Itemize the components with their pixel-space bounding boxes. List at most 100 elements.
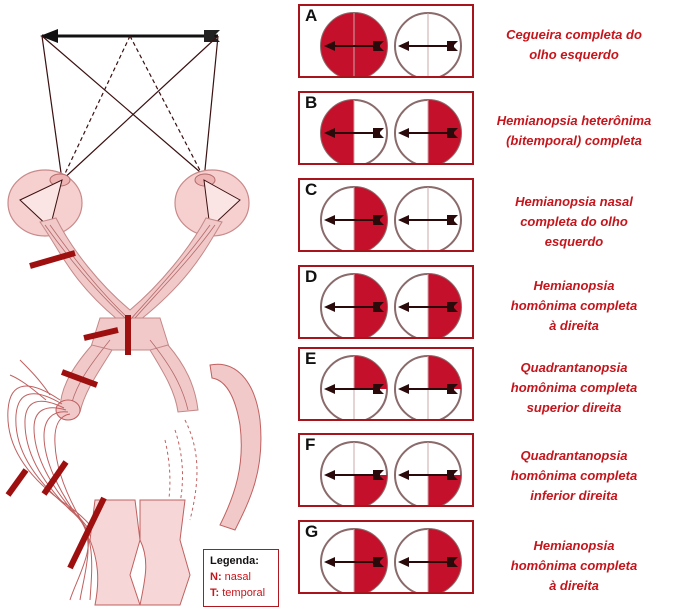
defect-panel-g: G (298, 520, 474, 594)
caption-line: (bitemporal) completa (506, 133, 642, 148)
visual-fields (320, 273, 462, 337)
caption-line: olho esquerdo (529, 47, 619, 62)
left-eye-visual-field (320, 273, 388, 337)
arrowhead-icon (324, 384, 335, 394)
visual-fields (320, 355, 462, 419)
panel-letter: F (305, 435, 316, 454)
arrowhead-icon (398, 302, 409, 312)
defect-panel-d: D (298, 265, 474, 339)
caption-line: Hemianopsia heterônima (496, 113, 652, 128)
arrowhead-icon (398, 384, 409, 394)
defect-area (354, 187, 387, 250)
arrowhead-icon (324, 302, 335, 312)
caption-line: Cegueira completa do (506, 27, 642, 42)
arrowhead-icon (398, 470, 409, 480)
caption-line: completa do olho (520, 214, 628, 229)
defect-area (354, 529, 387, 592)
defect-area (428, 529, 461, 592)
left-eye-visual-field (320, 12, 388, 76)
defect-panel-e: E (298, 347, 474, 421)
legend-key: N: (210, 571, 222, 583)
caption-line: homônima completa (510, 298, 638, 313)
left-eye-visual-field (320, 528, 388, 592)
left-eye-visual-field (320, 99, 388, 163)
caption-line: Hemianopsia (533, 278, 615, 293)
right-eye (174, 169, 250, 237)
caption-line: Quadrantanopsia (520, 360, 628, 375)
left-eye (7, 169, 83, 237)
visual-fields (320, 186, 462, 250)
caption-line: inferior direita (530, 488, 618, 503)
defect-area (354, 356, 387, 389)
arrow-tail-icon (373, 215, 384, 225)
legend-item-temporal: T: temporal (210, 585, 272, 601)
visual-field-arrow-tail (204, 30, 220, 42)
arrow-tail-icon (447, 384, 458, 394)
left-eye-visual-field (320, 355, 388, 419)
panel-letter: B (305, 93, 318, 112)
lesion-markers (5, 250, 131, 570)
panel-letter: G (305, 522, 319, 541)
lesion-bar-optic-nerve (29, 250, 76, 269)
defect-area (428, 274, 461, 337)
right-eye-visual-field (394, 273, 462, 337)
caption-line: Quadrantanopsia (520, 448, 628, 463)
panel-letter: C (305, 180, 318, 199)
arrowhead-icon (398, 557, 409, 567)
defect-area (354, 274, 387, 337)
occipital-cortex (89, 499, 191, 606)
legend-item-nasal: N: nasal (210, 569, 272, 585)
arrow-tail-icon (373, 384, 384, 394)
panel-letter: A (305, 6, 318, 25)
arrow-tail-icon (447, 128, 458, 138)
panel-letter: D (305, 267, 318, 286)
caption-line: homônima completa (510, 558, 638, 573)
lesion-bar-cortex (67, 496, 107, 570)
caption-line: homônima completa (510, 380, 638, 395)
caption-line: à direita (549, 578, 599, 593)
lesion-bar-optic-tract (60, 369, 99, 388)
light-rays (41, 35, 219, 183)
arrow-tail-icon (447, 302, 458, 312)
arrow-tail-icon (373, 470, 384, 480)
defect-caption-f: Quadrantanopsia homônima completa inferior… (484, 446, 664, 506)
caption-line: homônima completa (510, 468, 638, 483)
arrow-tail-icon (373, 128, 384, 138)
visual-field-arrowhead (40, 29, 58, 43)
visual-fields (320, 441, 462, 505)
optic-nerves-and-chiasm (39, 217, 223, 413)
arrow-tail-icon (447, 557, 458, 567)
right-eye-visual-field (394, 99, 462, 163)
arrow-tail-icon (447, 41, 458, 51)
defect-panel-c: C (298, 178, 474, 252)
caption-line: à direita (549, 318, 599, 333)
arrowhead-icon (324, 128, 335, 138)
arrow-tail-icon (447, 215, 458, 225)
legend-key: T: (210, 587, 220, 599)
arrowhead-icon (324, 41, 335, 51)
legend-value: temporal (222, 587, 266, 599)
arrowhead-icon (324, 557, 335, 567)
left-eye-visual-field (320, 441, 388, 505)
defect-area (428, 356, 461, 389)
arrowhead-icon (398, 41, 409, 51)
defect-area (321, 100, 354, 163)
legend-value: nasal (224, 571, 251, 583)
defect-caption-a: Cegueira completa do olho esquerdo (484, 25, 664, 65)
left-eye-visual-field (320, 186, 388, 250)
arrowhead-icon (398, 215, 409, 225)
right-eye-visual-field (394, 12, 462, 76)
arrowhead-icon (398, 128, 409, 138)
defect-panel-f: F (298, 433, 474, 507)
defect-panel-b: B (298, 91, 474, 165)
lesion-bar-chiasm-lateral (83, 327, 119, 341)
right-eye-visual-field (394, 528, 462, 592)
defect-panel-a: A (298, 4, 474, 78)
arrow-tail-icon (373, 557, 384, 567)
defect-caption-b: Hemianopsia heterônima (bitemporal) compl… (484, 111, 664, 151)
visual-fields (320, 99, 462, 163)
arrowhead-icon (324, 470, 335, 480)
nerve-fibers (44, 224, 216, 411)
